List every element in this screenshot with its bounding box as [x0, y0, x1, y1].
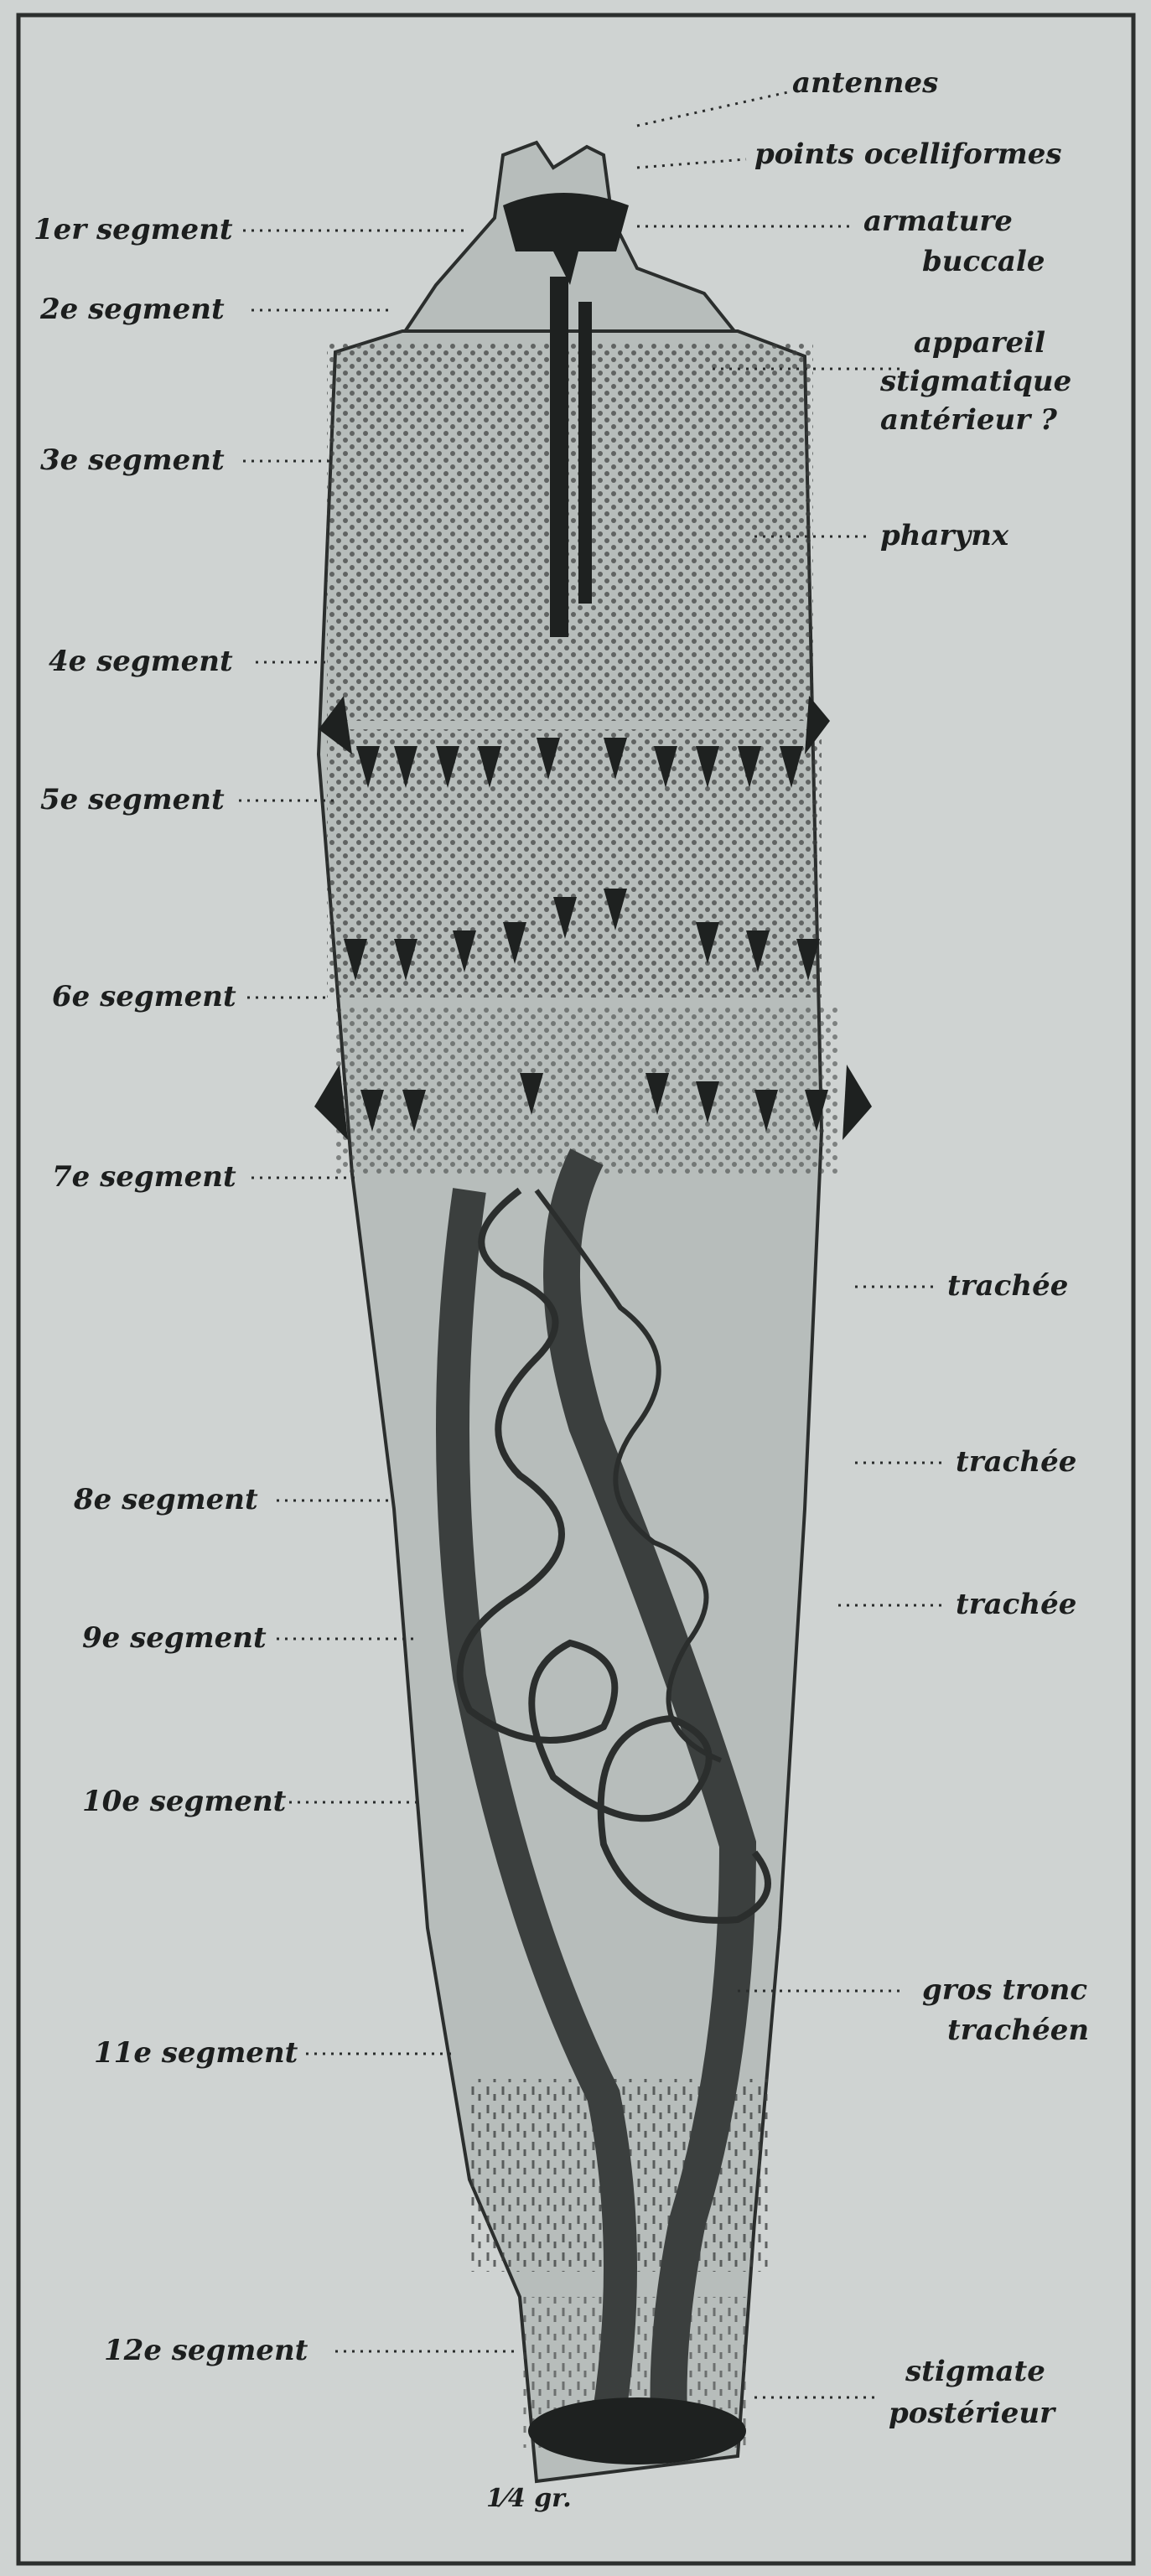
label-seg1: 1er segment: [34, 213, 233, 246]
label-seg2: 2e segment: [39, 293, 225, 326]
label-seg9: 9e segment: [82, 1621, 267, 1655]
label-points: points ocelliformes: [754, 137, 1062, 171]
larva-body: [314, 143, 872, 2481]
label-trachee-3: trachée: [956, 1588, 1076, 1621]
label-stigmate: stigmate postérieur: [889, 2355, 1056, 2430]
label-trachee-1: trachée: [947, 1269, 1068, 1303]
label-appareil: appareil stigmatique antérieur ?: [879, 326, 1081, 437]
label-trachee-2: trachée: [956, 1445, 1076, 1479]
label-seg11: 11e segment: [94, 2036, 298, 2070]
label-pharynx: pharynx: [880, 519, 1009, 552]
label-antennes: antennes: [792, 66, 938, 100]
label-seg8: 8e segment: [73, 1483, 258, 1516]
label-seg12: 12e segment: [104, 2334, 308, 2367]
label-seg10: 10e segment: [82, 1785, 287, 1818]
label-gros-tronc: gros tronc trachéen: [922, 1973, 1097, 2047]
label-seg3: 3e segment: [40, 443, 225, 477]
signature: 1⁄4 gr.: [486, 2484, 572, 2513]
label-seg5: 5e segment: [40, 783, 225, 816]
left-labels: 1er segment 2e segment 3e segment 4e seg…: [34, 213, 308, 2367]
label-armature: armature buccale: [863, 205, 1045, 278]
label-seg4: 4e segment: [49, 645, 233, 678]
label-seg6: 6e segment: [52, 980, 236, 1013]
label-seg7: 7e segment: [52, 1160, 236, 1194]
